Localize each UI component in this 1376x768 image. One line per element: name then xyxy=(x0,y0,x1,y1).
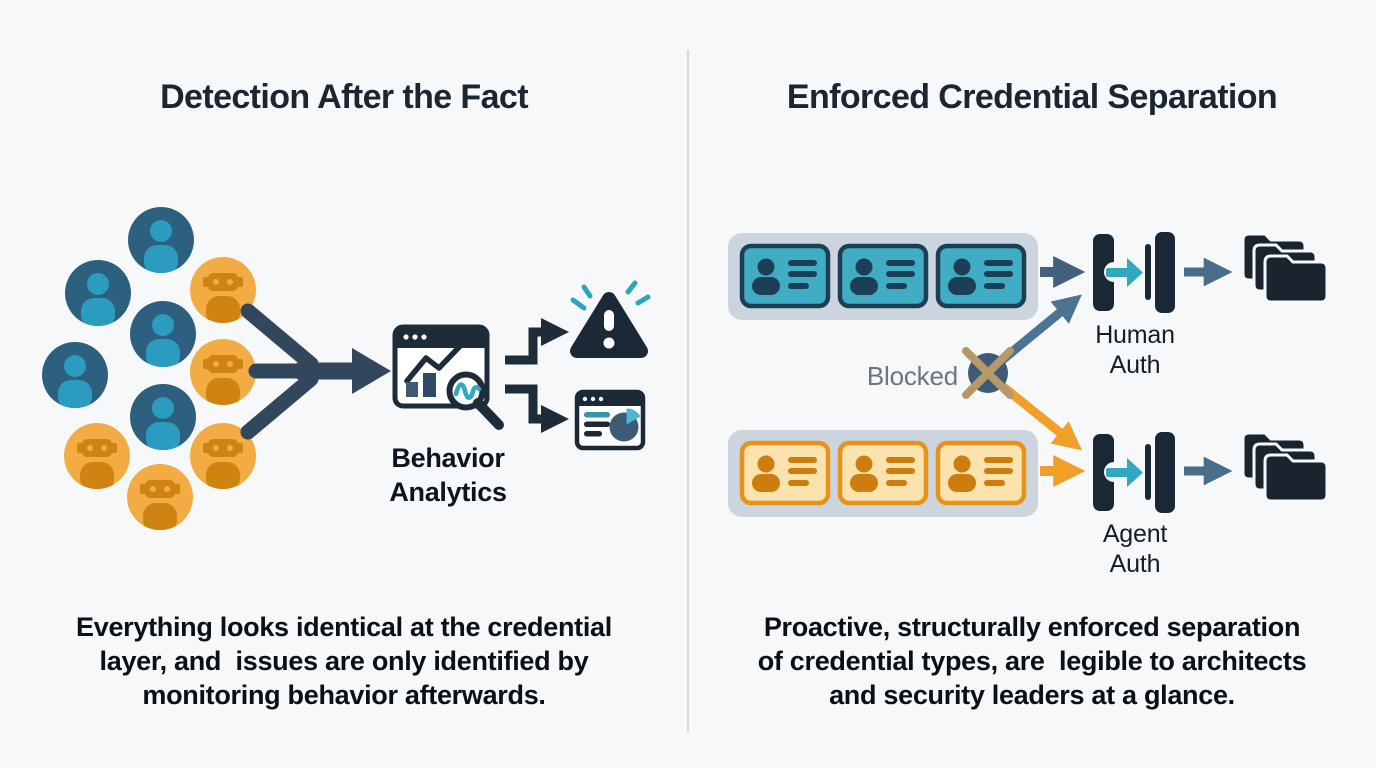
human-credential-card-icon xyxy=(938,246,1024,306)
human-credentials-row xyxy=(728,233,1038,320)
human-auth-label: Human Auth xyxy=(1083,320,1187,380)
right-caption-line3: and security leaders at a glance. xyxy=(829,680,1235,710)
human-credential-card-icon xyxy=(840,246,926,306)
blocked-x-icon xyxy=(962,347,1014,399)
right-panel-title: Enforced Credential Separation xyxy=(786,78,1278,116)
behavior-analytics-label-line2: Analytics xyxy=(389,477,507,507)
agent-credential-card-icon xyxy=(938,443,1024,503)
panel-divider xyxy=(687,50,689,732)
robot-icon xyxy=(190,339,256,408)
user-icon xyxy=(130,384,196,452)
agent-credential-card-icon xyxy=(742,443,828,503)
folder-stack-icon xyxy=(1241,431,1329,503)
right-caption-line2: of credential types, are legible to arch… xyxy=(757,646,1307,676)
robot-icon xyxy=(127,464,193,533)
behavior-analytics-label: Behavior Analytics xyxy=(350,441,546,509)
report-icon xyxy=(574,389,646,451)
robot-icon xyxy=(64,423,130,492)
left-panel-title: Detection After the Fact xyxy=(160,78,528,116)
agent-credential-card-icon xyxy=(840,443,926,503)
agent-credentials-row xyxy=(728,430,1038,517)
agent-auth-gate-icon xyxy=(1093,432,1175,513)
left-caption-line2: layer, and issues are only identified by xyxy=(99,646,589,676)
left-caption-line3: monitoring behavior afterwards. xyxy=(142,680,546,710)
alert-triangle-icon xyxy=(570,280,651,358)
merge-arrow-icon xyxy=(240,303,391,440)
user-icon xyxy=(130,301,196,369)
right-caption-line1: Proactive, structurally enforced separat… xyxy=(763,612,1301,642)
blocked-label: Blocked xyxy=(866,361,958,391)
left-caption-line1: Everything looks identical at the creden… xyxy=(76,612,612,642)
user-icon xyxy=(65,260,131,328)
agent-auth-label-line1: Agent xyxy=(1102,520,1168,548)
agent-auth-label: Agent Auth xyxy=(1083,519,1187,579)
user-icon xyxy=(128,207,194,275)
human-auth-label-line2: Auth xyxy=(1109,351,1161,379)
left-panel-caption: Everything looks identical at the creden… xyxy=(40,610,648,712)
identity-cluster xyxy=(42,207,256,533)
human-auth-gate-icon xyxy=(1093,232,1175,313)
behavior-analytics-label-line1: Behavior xyxy=(391,443,505,473)
human-auth-label-line1: Human xyxy=(1095,321,1175,349)
human-credential-card-icon xyxy=(742,246,828,306)
behavior-analytics-icon xyxy=(392,324,504,430)
branch-arrows xyxy=(505,318,569,433)
agent-auth-label-line2: Auth xyxy=(1109,550,1161,578)
right-panel-caption: Proactive, structurally enforced separat… xyxy=(722,610,1342,712)
folder-stack-icon xyxy=(1241,232,1329,304)
user-icon xyxy=(42,342,108,410)
